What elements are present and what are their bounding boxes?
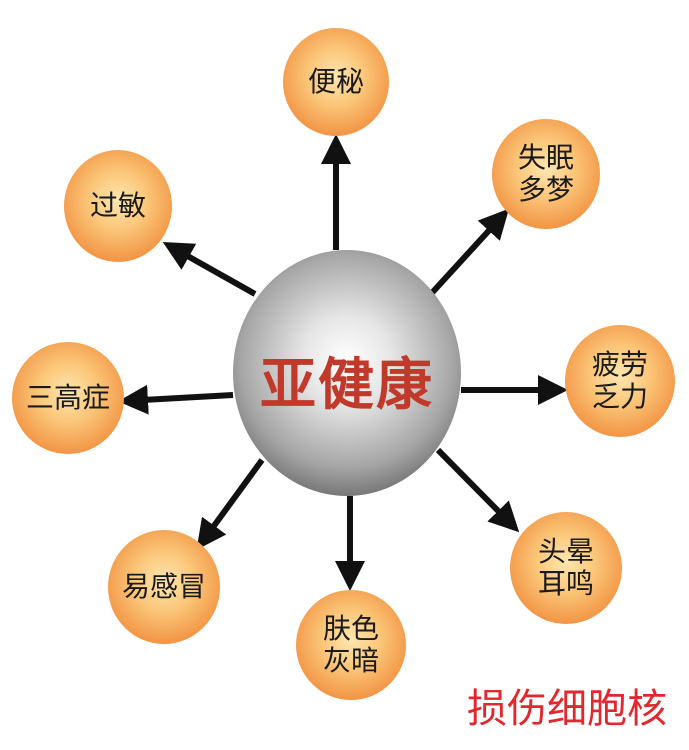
node-fatigue: 疲劳 乏力 bbox=[565, 325, 675, 437]
node-constipation: 便秘 bbox=[283, 28, 389, 136]
node-cold: 易感冒 bbox=[108, 530, 220, 644]
node-text: 失眠 bbox=[517, 140, 574, 174]
node-text: 疲劳 bbox=[591, 347, 648, 381]
arrow-to-dizziness bbox=[435, 447, 520, 533]
node-text: 三高症 bbox=[25, 380, 110, 414]
footnote-caption: 损伤细胞核 bbox=[467, 686, 667, 732]
node-dizziness: 头晕 耳鸣 bbox=[510, 512, 622, 624]
node-text: 乏力 bbox=[591, 380, 648, 413]
node-text: 肤色 bbox=[322, 611, 379, 645]
node-skin: 肤色 灰暗 bbox=[296, 590, 406, 700]
node-text: 过敏 bbox=[89, 188, 146, 222]
node-text: 多梦 bbox=[517, 173, 574, 206]
arrow-to-three-highs bbox=[118, 384, 234, 415]
center-label: 亚健康 bbox=[260, 353, 434, 418]
node-insomnia: 失眠 多梦 bbox=[492, 119, 600, 229]
node-allergy: 过敏 bbox=[64, 150, 172, 262]
node-text: 耳鸣 bbox=[537, 567, 594, 600]
center-sphere bbox=[233, 250, 461, 496]
node-three-highs: 三高症 bbox=[12, 342, 124, 454]
node-text: 头晕 bbox=[537, 534, 594, 568]
arrow-to-allergy bbox=[162, 242, 257, 297]
arrow-to-insomnia bbox=[427, 208, 510, 298]
arrow-to-cold bbox=[196, 458, 265, 550]
node-text: 易感冒 bbox=[121, 569, 206, 603]
node-text: 便秘 bbox=[307, 64, 364, 98]
node-text: 灰暗 bbox=[322, 644, 379, 677]
